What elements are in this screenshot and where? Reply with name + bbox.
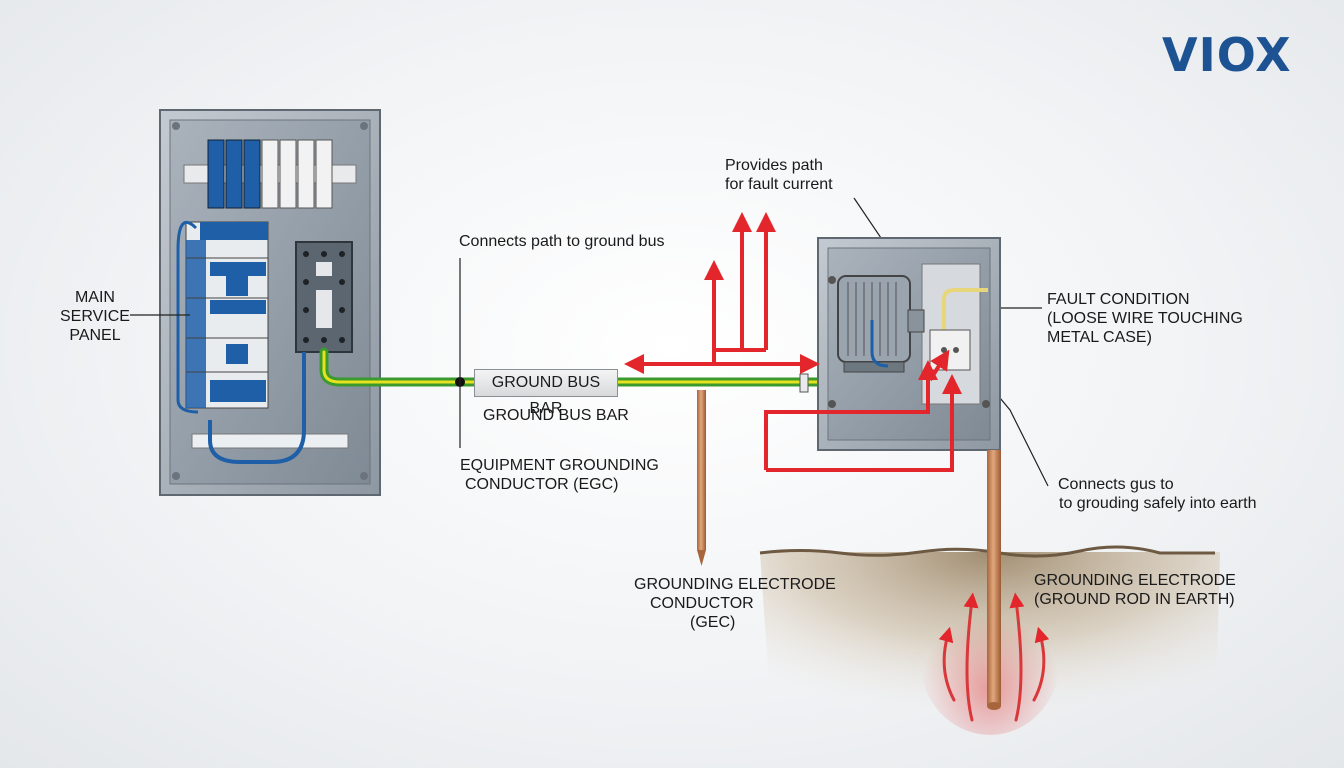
fault-current-arrows: [624, 212, 962, 472]
grounding-electrode-label: GROUNDING ELECTRODE (GROUND ROD IN EARTH…: [1034, 571, 1236, 609]
fault-condition-line-2: (LOOSE WIRE TOUCHING: [1047, 310, 1243, 327]
gec-line-2: CONDUCTOR: [650, 595, 754, 612]
fault-condition-label: FAULT CONDITION (LOOSE WIRE TOUCHING MET…: [1047, 290, 1243, 347]
egc-line-2: CONDUCTOR (EGC): [465, 476, 619, 493]
main-service-panel: [159, 109, 381, 496]
gec-rod: [697, 390, 706, 566]
connects-gus-label: Connects gus to to grouding safely into …: [1058, 475, 1256, 513]
fault-condition-line-1: FAULT CONDITION: [1047, 291, 1190, 308]
ground-bus-bar: GROUND BUS BAR: [474, 369, 618, 417]
equipment-enclosure: [817, 237, 1001, 451]
provides-path-label: Provides path for fault current: [725, 156, 833, 194]
motor: [837, 275, 925, 373]
viox-logo: VIOX: [1162, 28, 1292, 82]
breaker-stack: [185, 221, 269, 409]
gec-line-3: (GEC): [690, 614, 736, 631]
ground-bus-bar-label: GROUND BUS BAR: [483, 407, 629, 424]
connects-gus-line-2: to grouding safely into earth: [1059, 495, 1257, 512]
main-service-panel-label: MAIN SERVICE PANEL: [60, 288, 130, 345]
main-service-panel-line-3: PANEL: [69, 327, 121, 344]
ground-rod: [987, 450, 1001, 710]
terminal-block: [295, 241, 353, 353]
egc-line-1: EQUIPMENT GROUNDING: [460, 457, 659, 474]
main-service-panel-line-1: MAIN: [74, 289, 115, 306]
main-service-panel-line-2: SERVICE: [60, 308, 130, 325]
connects-path-label: Connects path to ground bus: [459, 233, 665, 250]
egc-label: EQUIPMENT GROUNDING CONDUCTOR (EGC): [460, 456, 659, 494]
provides-path-line-1: Provides path: [725, 157, 823, 174]
provides-path-line-2: for fault current: [725, 176, 833, 193]
gec-line-1: GROUNDING ELECTRODE: [634, 576, 836, 593]
earth-current-arrows: [938, 592, 1050, 722]
fault-condition-line-3: METAL CASE): [1047, 329, 1152, 346]
gec-label: GROUNDING ELECTRODE CONDUCTOR (GEC): [634, 575, 836, 632]
grounding-electrode-line-1: GROUNDING ELECTRODE: [1034, 572, 1236, 589]
connects-gus-line-1: Connects gus to: [1058, 476, 1174, 493]
top-breaker-row: [207, 139, 333, 209]
grounding-electrode-line-2: (GROUND ROD IN EARTH): [1034, 591, 1235, 608]
